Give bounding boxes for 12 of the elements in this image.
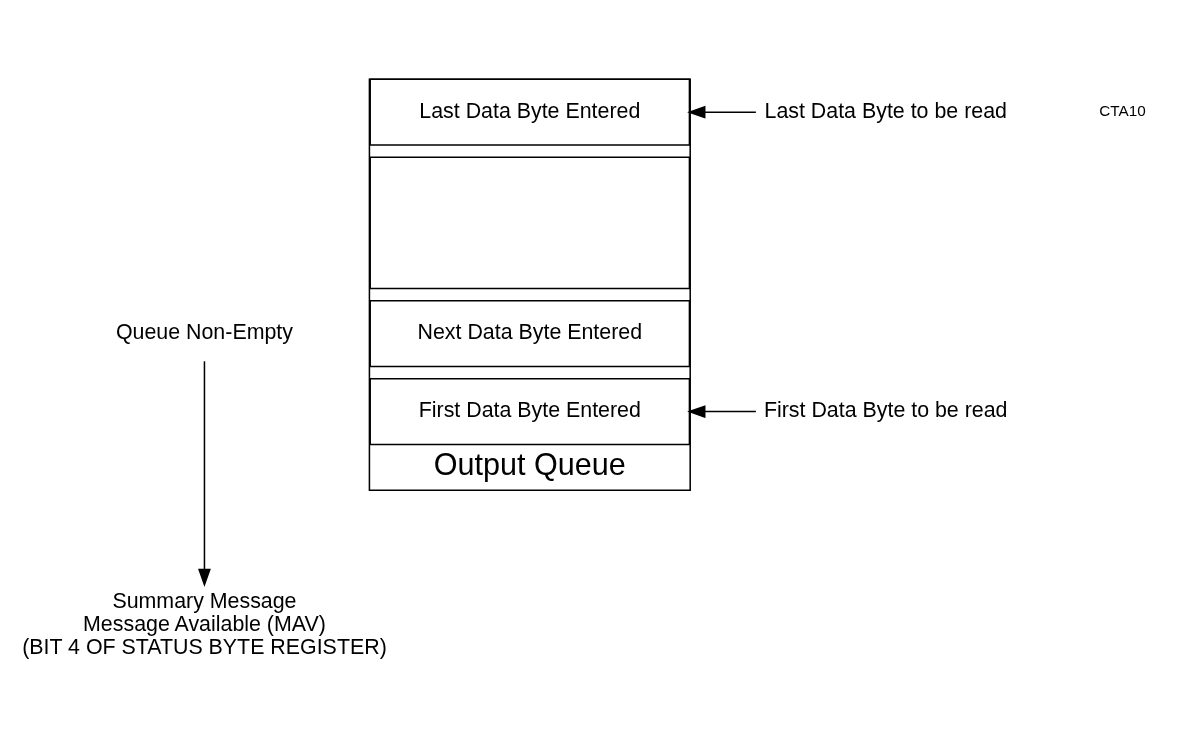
arrow bbox=[198, 360, 211, 587]
node-box: First Data Byte Entered bbox=[369, 377, 691, 445]
node-box bbox=[369, 155, 691, 289]
node-text: Summary Message Message Available (MAV) (BIT 4 OF STATUS BYTE REGISTER) bbox=[22, 588, 387, 659]
arrow bbox=[687, 404, 757, 418]
node-box: Next Data Byte Entered bbox=[369, 299, 691, 367]
node-text: Last Data Byte to be read bbox=[764, 98, 1007, 123]
node-text: First Data Byte to be read bbox=[763, 397, 1008, 422]
arrow bbox=[687, 105, 757, 119]
node-box: Last Data Byte Entered bbox=[369, 78, 691, 146]
label: CTA10 bbox=[1099, 101, 1146, 119]
node-text: Queue Non-Empty bbox=[115, 319, 293, 344]
